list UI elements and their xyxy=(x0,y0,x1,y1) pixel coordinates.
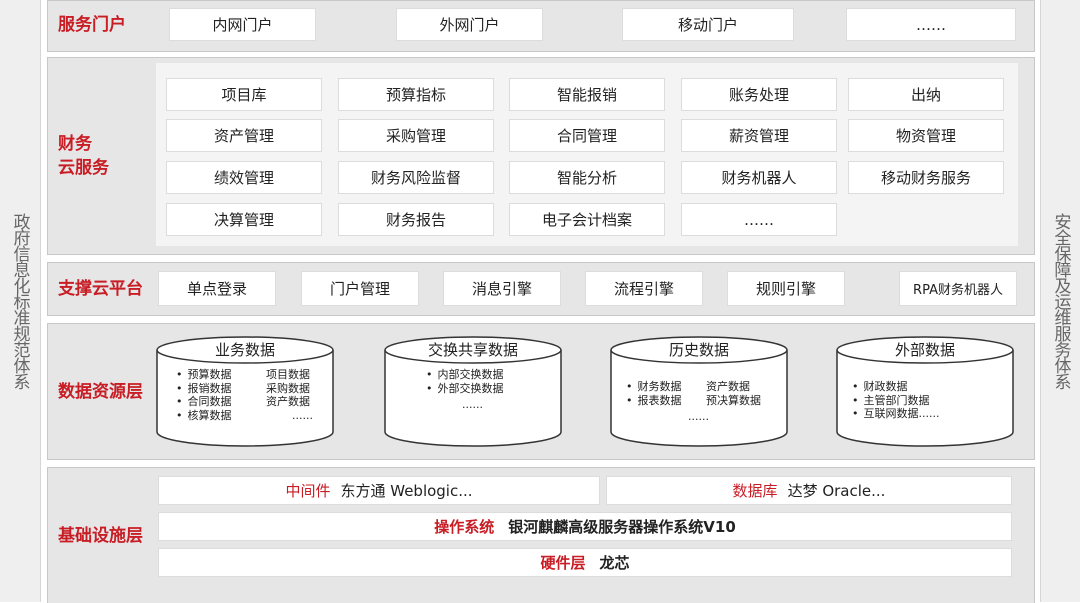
database-bar: 数据库 达梦 Oracle... xyxy=(606,476,1012,505)
cylinder-title: 历史数据 xyxy=(668,341,729,359)
finance-item: 薪资管理 xyxy=(681,119,837,152)
portal-item-intranet: 内网门户 xyxy=(169,8,316,41)
finance-item: 账务处理 xyxy=(681,78,837,111)
finance-item: 财务风险监督 xyxy=(338,161,494,194)
infra-band: 基础设施层 中间件 东方通 Weblogic... 数据库 达梦 Oracle.… xyxy=(47,467,1035,603)
data-item: 资产数据 xyxy=(266,395,310,408)
finance-item: …… xyxy=(681,203,837,236)
portal-item-extranet: 外网门户 xyxy=(396,8,543,41)
data-item: 财务数据 xyxy=(626,380,682,394)
data-item: 内部交换数据 xyxy=(426,368,504,382)
finance-item: 预算指标 xyxy=(338,78,494,111)
data-resources-band: 数据资源层 业务数据 预算数据 报销数据 合同数据 核算数据 项目数据 采购数据… xyxy=(47,323,1035,460)
database-label: 数据库 xyxy=(732,482,778,500)
cylinder-icon xyxy=(610,336,788,447)
cylinder-list: 财务数据 报表数据 xyxy=(626,380,682,407)
finance-item: 智能报销 xyxy=(509,78,665,111)
os-value: 银河麒麟高级服务器操作系统V10 xyxy=(508,518,736,536)
cylinder-list: 资产数据 预决算数据 xyxy=(706,380,761,407)
middleware-bar: 中间件 东方通 Weblogic... xyxy=(158,476,600,505)
finance-item: 财务机器人 xyxy=(681,161,837,194)
data-item-more: ...... xyxy=(462,398,483,411)
cylinder-title: 交换共享数据 xyxy=(427,341,518,359)
finance-item: 智能分析 xyxy=(509,161,665,194)
middleware-value: 东方通 Weblogic... xyxy=(340,482,473,500)
database-cylinder: 历史数据 财务数据 报表数据 资产数据 预决算数据 ...... xyxy=(610,336,788,448)
finance-item: 项目库 xyxy=(166,78,322,111)
finance-item: 电子会计档案 xyxy=(509,203,665,236)
support-title: 支撑云平台 xyxy=(58,279,143,299)
finance-item: 出纳 xyxy=(848,78,1004,111)
finance-item: 绩效管理 xyxy=(166,161,322,194)
finance-item: 采购管理 xyxy=(338,119,494,152)
os-label: 操作系统 xyxy=(434,518,495,536)
data-item: 核算数据 xyxy=(176,409,232,423)
database-cylinder: 交换共享数据 内部交换数据 外部交换数据 ...... xyxy=(384,336,562,448)
data-item: 预决算数据 xyxy=(706,393,761,407)
cylinder-title: 业务数据 xyxy=(214,341,275,359)
cylinder-title: 外部数据 xyxy=(894,341,955,359)
data-item: 合同数据 xyxy=(176,395,232,409)
database-cylinder: 外部数据 财政数据 主管部门数据 互联网数据...... xyxy=(836,336,1014,448)
finance-item: 物资管理 xyxy=(848,119,1004,152)
data-item: 互联网数据...... xyxy=(852,407,940,421)
database-cylinder: 业务数据 预算数据 报销数据 合同数据 核算数据 项目数据 采购数据 资产数据 … xyxy=(156,336,334,448)
support-item-rpa: RPA财务机器人 xyxy=(899,271,1017,306)
data-item: 主管部门数据 xyxy=(852,394,939,408)
data-item: 预算数据 xyxy=(176,368,232,382)
left-side-panel: 政府信息化标准规范体系 xyxy=(0,0,41,602)
support-item-rule-engine: 规则引擎 xyxy=(727,271,845,306)
finance-band: 财务 云服务 项目库 预算指标 智能报销 账务处理 出纳 资产管理 采购管理 合… xyxy=(47,57,1035,255)
support-item-sso: 单点登录 xyxy=(158,271,276,306)
cylinder-list: 项目数据 采购数据 资产数据 ...... xyxy=(266,368,313,422)
portal-item-mobile: 移动门户 xyxy=(622,8,794,41)
right-side-panel: 安全保障及运维服务体系 xyxy=(1040,0,1080,602)
data-resources-title: 数据资源层 xyxy=(58,382,143,402)
portal-item-more: …… xyxy=(846,8,1016,41)
finance-item: 合同管理 xyxy=(509,119,665,152)
portal-title: 服务门户 xyxy=(58,15,126,35)
support-band: 支撑云平台 单点登录 门户管理 消息引擎 流程引擎 规则引擎 RPA财务机器人 xyxy=(47,262,1035,316)
finance-item: 资产管理 xyxy=(166,119,322,152)
support-item-portal-mgmt: 门户管理 xyxy=(301,271,419,306)
data-item-more: ...... xyxy=(688,410,709,423)
data-item: 采购数据 xyxy=(266,381,310,395)
finance-title-line1: 财务 xyxy=(58,134,92,154)
finance-title-line2: 云服务 xyxy=(58,158,109,178)
data-item: 资产数据 xyxy=(706,380,750,393)
finance-item: 财务报告 xyxy=(338,203,494,236)
data-item: ...... xyxy=(292,408,313,422)
infra-title: 基础设施层 xyxy=(58,526,143,546)
data-item: 财政数据 xyxy=(852,380,939,394)
finance-item: 移动财务服务 xyxy=(848,161,1004,194)
portal-band: 服务门户 内网门户 外网门户 移动门户 …… xyxy=(47,0,1035,52)
finance-item: 决算管理 xyxy=(166,203,322,236)
cylinder-list: 预算数据 报销数据 合同数据 核算数据 xyxy=(176,368,232,422)
hardware-label: 硬件层 xyxy=(540,554,586,572)
os-bar: 操作系统 银河麒麟高级服务器操作系统V10 xyxy=(158,512,1012,541)
right-side-label: 安全保障及运维服务体系 xyxy=(1050,213,1071,389)
hardware-bar: 硬件层 龙芯 xyxy=(158,548,1012,577)
cylinder-list: 财政数据 主管部门数据 互联网数据...... xyxy=(852,380,940,421)
data-item: 项目数据 xyxy=(266,368,310,381)
support-item-message-engine: 消息引擎 xyxy=(443,271,561,306)
cylinder-list: 内部交换数据 外部交换数据 xyxy=(426,368,504,395)
database-value: 达梦 Oracle... xyxy=(787,482,886,500)
data-item: 报销数据 xyxy=(176,382,232,396)
data-item: 外部交换数据 xyxy=(426,382,504,396)
data-item: 报表数据 xyxy=(626,394,682,408)
left-side-label: 政府信息化标准规范体系 xyxy=(9,213,30,389)
support-item-workflow-engine: 流程引擎 xyxy=(585,271,703,306)
hardware-value: 龙芯 xyxy=(599,554,630,572)
middleware-label: 中间件 xyxy=(285,482,331,500)
